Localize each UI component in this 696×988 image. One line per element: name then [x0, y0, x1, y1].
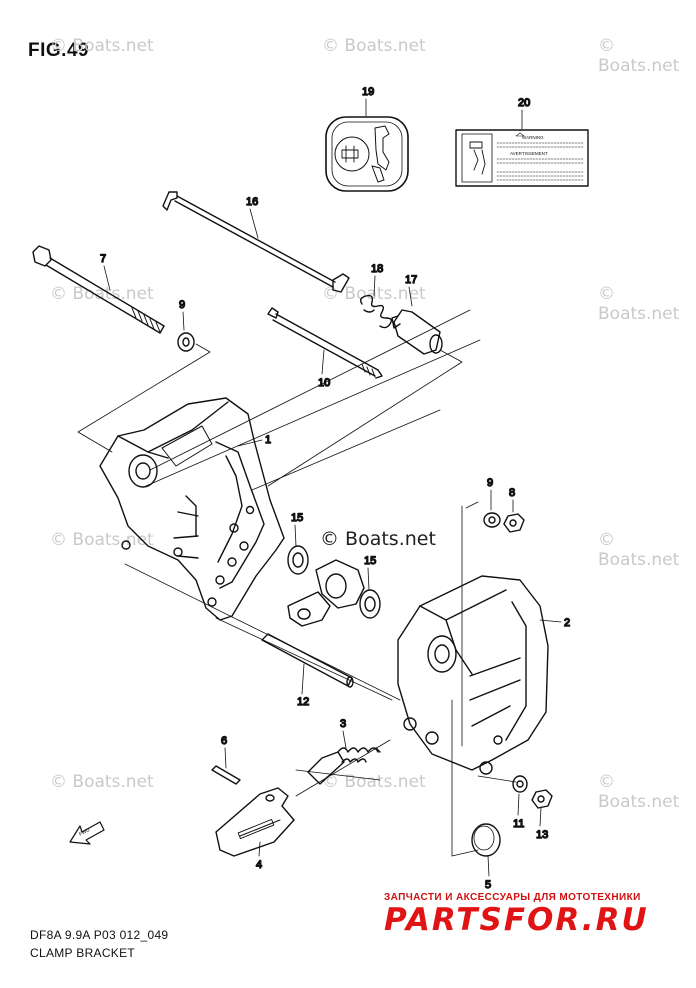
part-4-lever [215, 787, 295, 857]
part-7-bolt [32, 245, 165, 334]
callout-12: 12 [297, 696, 309, 708]
callout-1: 1 [265, 434, 271, 446]
part-lock-plate [287, 559, 365, 627]
figure-code: DF8A 9.9A P03 012_049 [30, 928, 169, 942]
part-19-caution-label [325, 116, 409, 192]
watermark: © Boats.net [598, 772, 680, 812]
part-9-washer-upper [177, 332, 195, 352]
callout-9-upper: 9 [179, 299, 185, 311]
watermark: © Boats.net [598, 284, 680, 324]
callout-5: 5 [485, 879, 491, 891]
part-20-warning-label: WARNING AVERTISSEMENT [455, 129, 589, 187]
callout-11: 11 [513, 818, 524, 830]
watermark: © Boats.net [598, 36, 680, 76]
watermark-center: © Boats.net [320, 528, 436, 550]
forward-arrow-icon: FWD [69, 821, 105, 845]
fwd-text: FWD [78, 827, 91, 838]
part-2-right-clamp-bracket [397, 575, 549, 775]
part-15-washer-right [359, 589, 381, 619]
watermark: © Boats.net [50, 284, 154, 304]
part-17-knob [391, 309, 443, 355]
part-15-washer-left [287, 545, 309, 575]
callout-4: 4 [256, 859, 262, 871]
label-warning-text: WARNING [522, 135, 544, 140]
part-16-rod [162, 191, 350, 293]
part-5-cap [471, 823, 501, 857]
part-11-washer [512, 775, 528, 793]
part-3-spring [307, 747, 381, 785]
part-9-washer-lower [483, 512, 501, 528]
watermark: © Boats.net [598, 530, 680, 570]
callout-9-lower: 9 [487, 477, 493, 489]
figure-title: FIG.49 [28, 40, 90, 61]
callout-13: 13 [536, 829, 548, 841]
part-13-nut [531, 789, 553, 809]
seller-tagline: ЗАПЧАСТИ И АКСЕССУАРЫ ДЛЯ МОТОТЕХНИКИ [384, 892, 641, 903]
watermark: © Boats.net [322, 36, 426, 56]
callout-20: 20 [518, 97, 530, 109]
figure-caption: CLAMP BRACKET [30, 946, 136, 960]
seller-logo: PARTSFOR.RU [384, 902, 649, 938]
part-8-nut [503, 513, 525, 533]
callout-6: 6 [221, 735, 227, 747]
callout-3: 3 [340, 718, 346, 730]
callout-19: 19 [362, 86, 374, 98]
part-10-rod [267, 307, 383, 379]
part-6-pin [211, 765, 241, 785]
callout-7: 7 [100, 253, 106, 265]
label-avertissement-text: AVERTISSEMENT [510, 151, 548, 156]
callout-15-right: 15 [364, 555, 376, 567]
callout-2: 2 [564, 617, 570, 629]
callout-18: 18 [371, 263, 383, 275]
part-12-pin [261, 633, 354, 688]
watermark: © Boats.net [50, 772, 154, 792]
callout-16: 16 [246, 196, 258, 208]
callout-15-left: 15 [291, 512, 303, 524]
part-18-spring [359, 294, 393, 329]
part-1-left-clamp-bracket [99, 397, 285, 621]
watermark: © Boats.net [322, 772, 426, 792]
watermark: © Boats.net [50, 530, 154, 550]
callout-17: 17 [405, 274, 417, 286]
watermark: © Boats.net [50, 36, 154, 56]
callout-8: 8 [509, 487, 515, 499]
